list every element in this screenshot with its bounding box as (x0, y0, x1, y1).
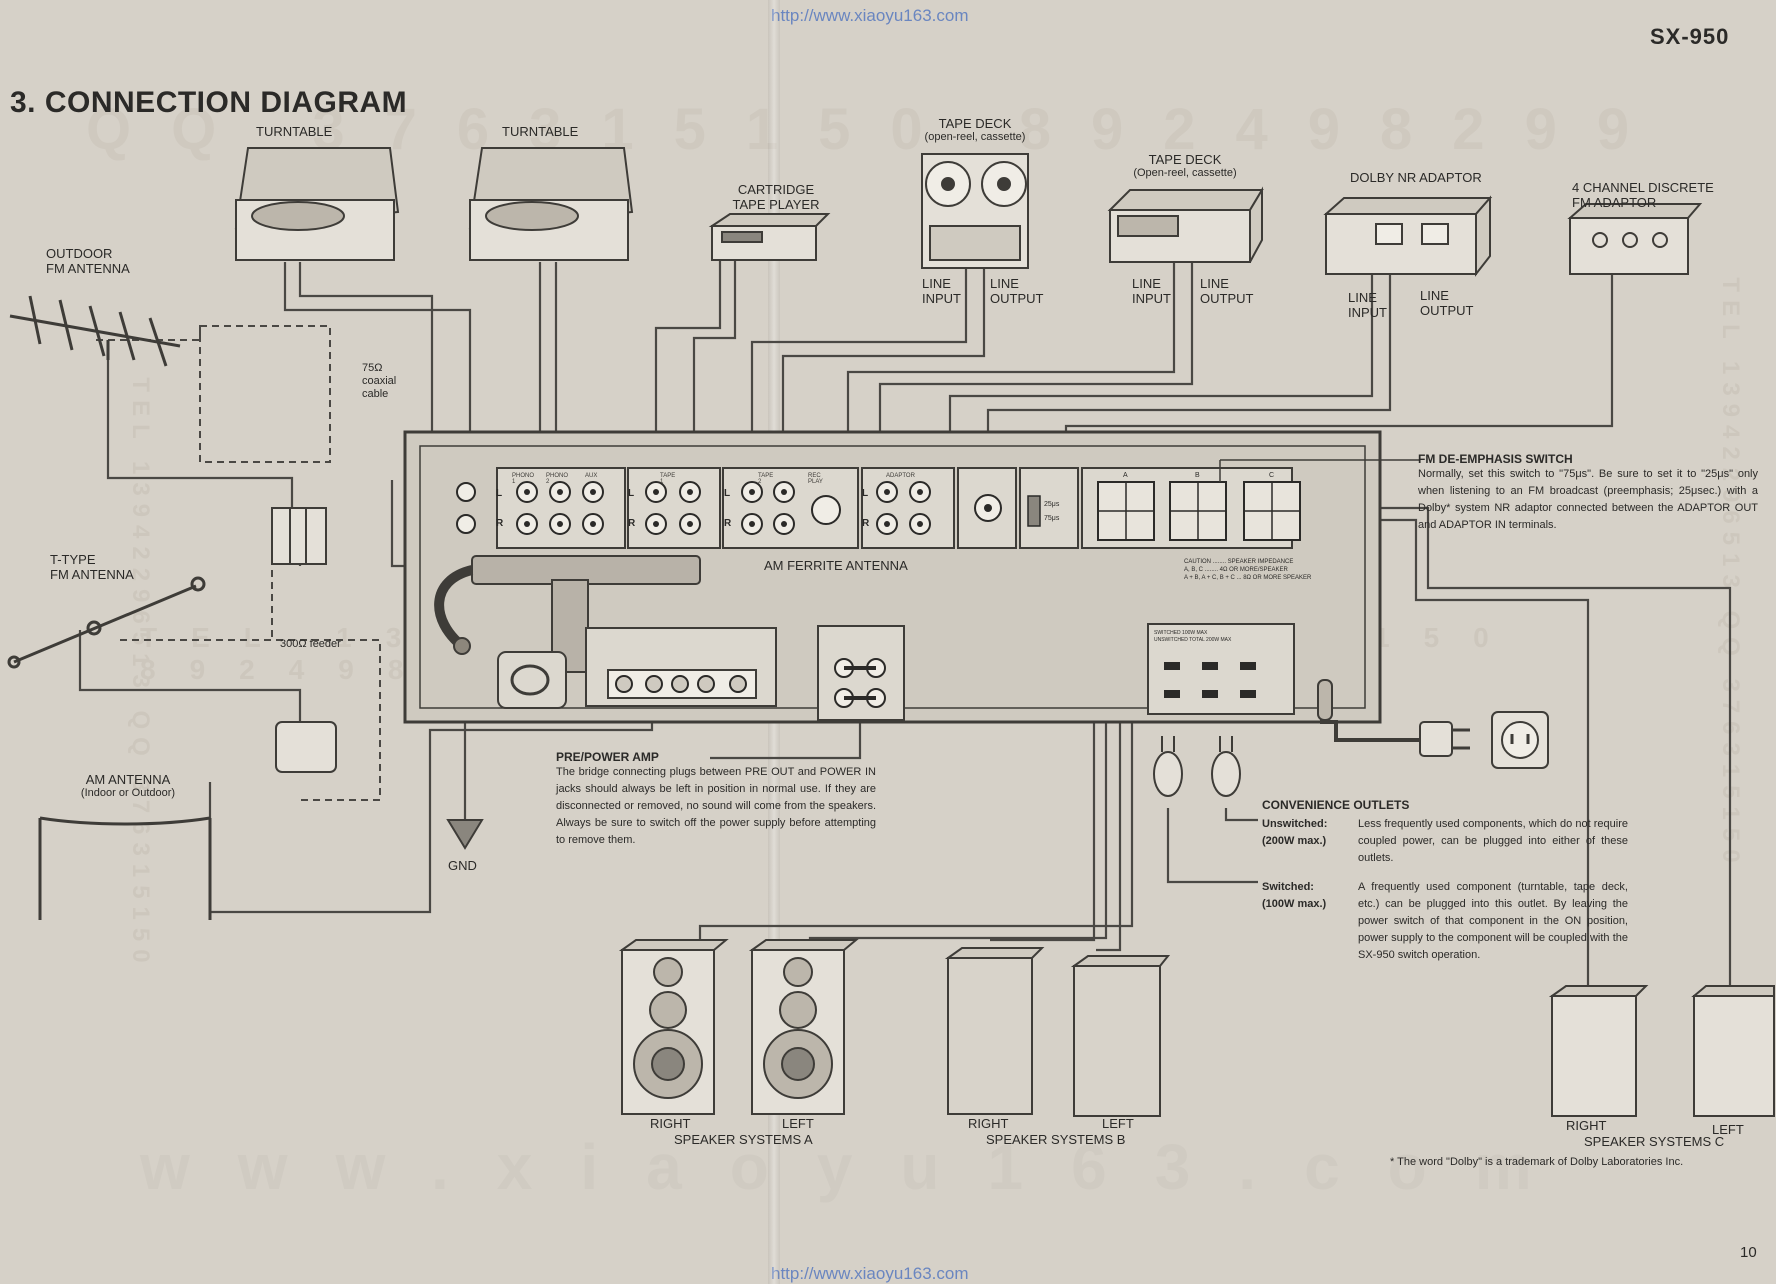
label-feeder: 300Ω feeder (280, 638, 341, 650)
note-pre-power: PRE/POWER AMP The bridge connecting plug… (556, 750, 876, 846)
speaker-a-left: LEFT (782, 1116, 814, 1131)
page-title: 3. CONNECTION DIAGRAM (10, 86, 408, 119)
label-gnd: GND (448, 858, 477, 873)
note-fm-deemphasis: FM DE-EMPHASIS SWITCH Normally, set this… (1418, 452, 1758, 531)
speakers-b (944, 947, 1171, 1117)
label-turntable-1: TURNTABLE (256, 124, 333, 139)
speakers-c (1548, 985, 1775, 1117)
speaker-c-name: SPEAKER SYSTEMS C (1584, 1134, 1725, 1149)
url-bottom[interactable]: http://www.xiaoyu163.com (771, 1264, 969, 1283)
speakers-a (618, 939, 859, 1115)
model-number: SX-950 (1650, 24, 1730, 49)
label-am-ferrite: AM FERRITE ANTENNA (764, 558, 908, 573)
label-turntable-2: TURNTABLE (502, 124, 579, 139)
page-number: 10 (1740, 1244, 1757, 1261)
label-tape-deck-1: TAPE DECK(open-reel, cassette) (924, 116, 1026, 143)
url-top[interactable]: http://www.xiaoyu163.com (771, 6, 969, 25)
label-am-antenna: AM ANTENNA(Indoor or Outdoor) (80, 772, 176, 799)
turntables (234, 147, 634, 261)
speaker-b-name: SPEAKER SYSTEMS B (986, 1132, 1126, 1147)
label-dolby: DOLBY NR ADAPTOR (1350, 170, 1482, 185)
speaker-a-name: SPEAKER SYSTEMS A (674, 1132, 813, 1147)
speaker-a-right: RIGHT (650, 1116, 691, 1131)
speaker-c-right: RIGHT (1566, 1118, 1607, 1133)
receiver-rear-panel (403, 430, 1420, 742)
watermark-site: www.xiaoyu163.com (140, 1131, 1580, 1203)
note-convenience-outlets: CONVENIENCE OUTLETS Unswitched:(200W max… (1262, 798, 1628, 961)
speaker-c-left: LEFT (1712, 1122, 1744, 1137)
label-tape-deck-2: TAPE DECK(Open-reel, cassette) (1133, 152, 1237, 179)
speaker-b-right: RIGHT (968, 1116, 1009, 1131)
speaker-b-left: LEFT (1102, 1116, 1134, 1131)
note-dolby-trademark: * The word "Dolby" is a trademark of Dol… (1390, 1156, 1684, 1168)
